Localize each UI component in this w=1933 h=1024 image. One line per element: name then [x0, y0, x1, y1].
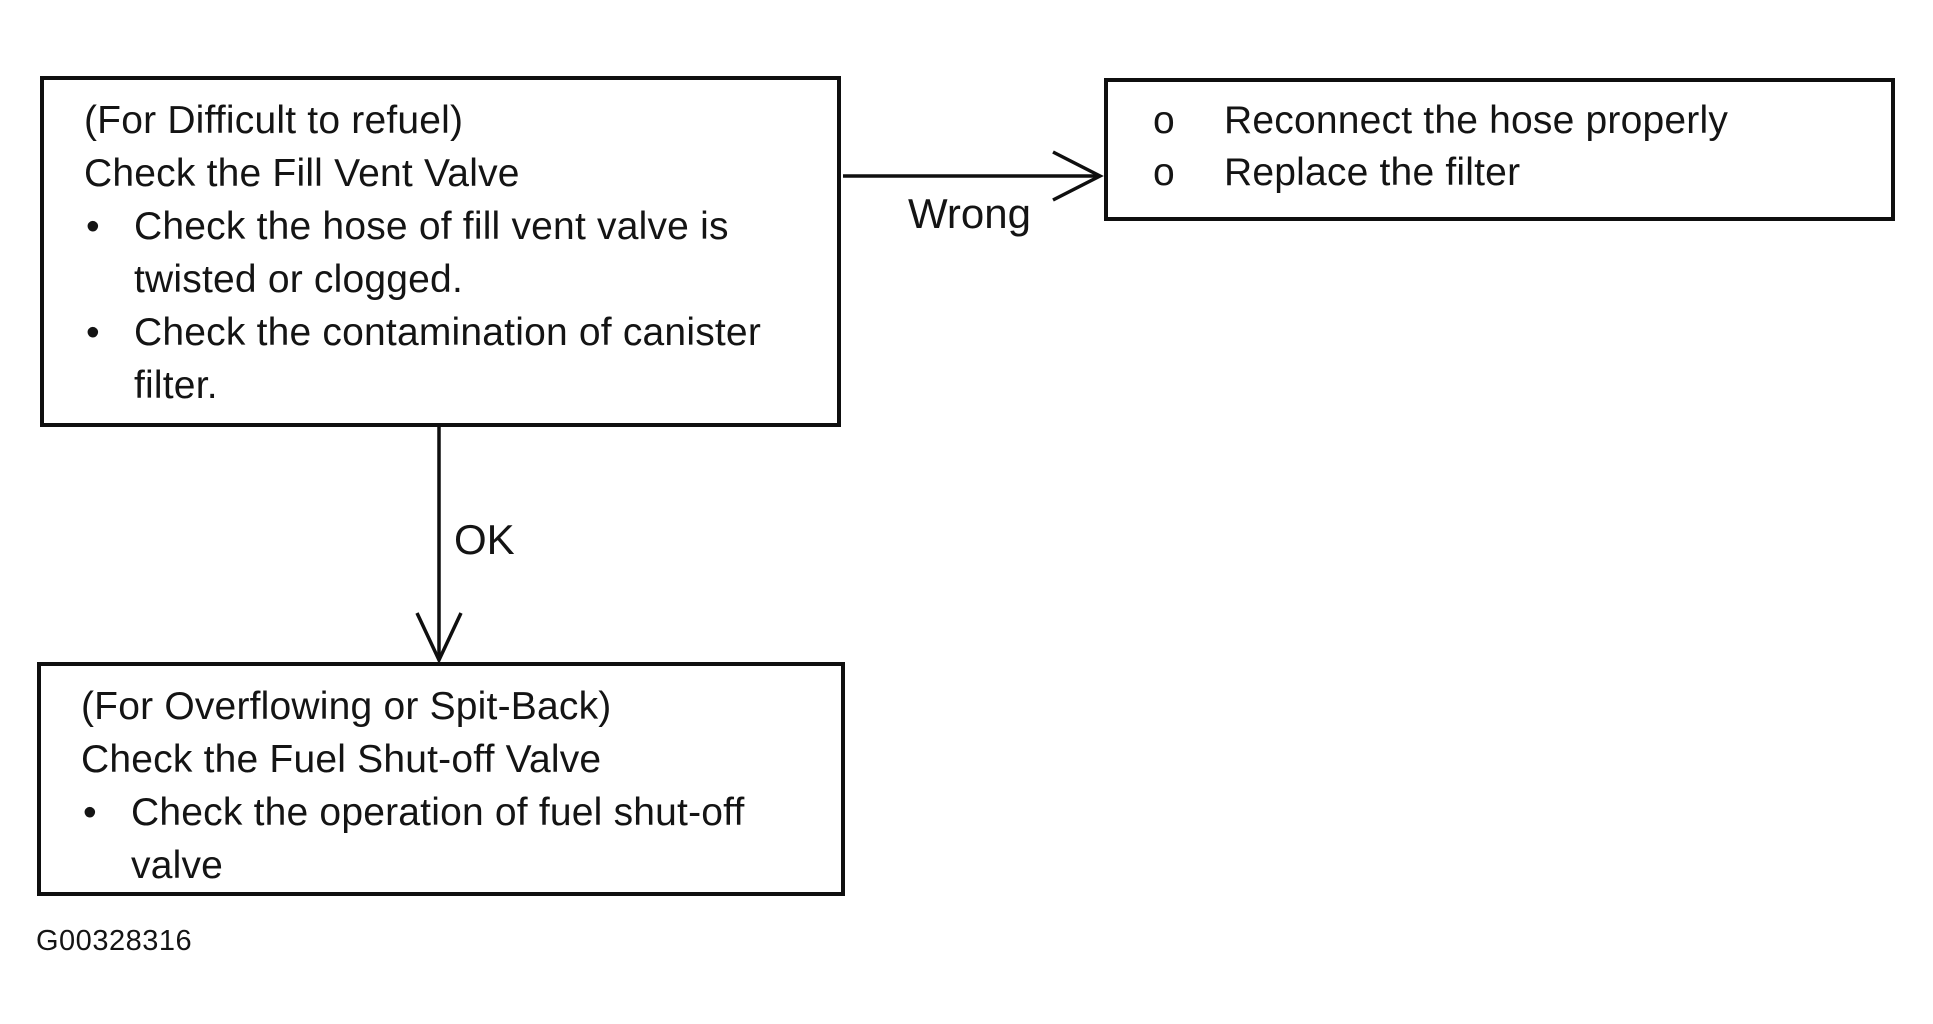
bullet-item: • Check the operation of fuel shut-off v…	[81, 786, 821, 892]
bullet-text-line: Check the operation of fuel shut-off	[131, 791, 745, 834]
node-check-fuel-shut-off-valve: (For Overflowing or Spit-Back) Check the…	[37, 662, 845, 896]
node-heading-line: Check the Fill Vent Valve	[84, 152, 520, 195]
bullet-marker: o	[1153, 151, 1175, 194]
bullet-text-line: filter.	[134, 364, 218, 407]
bullet-text-line: Check the hose of fill vent valve is	[134, 205, 729, 248]
wrong-arrow	[843, 150, 1104, 202]
bullet-text-line: twisted or clogged.	[134, 258, 463, 301]
bullet-marker: •	[86, 311, 100, 354]
bullet-text-line: Reconnect the hose properly	[1224, 99, 1729, 142]
arrow-label-ok: OK	[454, 516, 515, 563]
node-heading-line: (For Overflowing or Spit-Back)	[81, 685, 612, 728]
bullet-marker: o	[1153, 99, 1175, 142]
ok-arrow	[415, 427, 463, 665]
node-wrong-remedies: o Reconnect the hose properly o Replace …	[1104, 78, 1895, 221]
bullet-item: o Replace the filter	[1108, 147, 1871, 199]
bullet-text-line: valve	[131, 844, 224, 887]
bullet-marker: •	[83, 791, 97, 834]
node-heading-line: Check the Fuel Shut-off Valve	[81, 738, 602, 781]
node-heading-line: (For Difficult to refuel)	[84, 99, 464, 142]
bullet-item: • Check the hose of fill vent valve is t…	[84, 200, 817, 306]
arrow-label-wrong: Wrong	[908, 190, 1031, 237]
bullet-text-line: Replace the filter	[1224, 151, 1521, 194]
node-check-fill-vent-valve: (For Difficult to refuel) Check the Fill…	[40, 76, 841, 427]
bullet-item: • Check the contamination of canister fi…	[84, 306, 817, 412]
bullet-text-line: Check the contamination of canister	[134, 311, 762, 354]
bullet-item: o Reconnect the hose properly	[1108, 95, 1871, 147]
figure-id-caption: G00328316	[36, 925, 193, 957]
bullet-marker: •	[86, 205, 100, 248]
